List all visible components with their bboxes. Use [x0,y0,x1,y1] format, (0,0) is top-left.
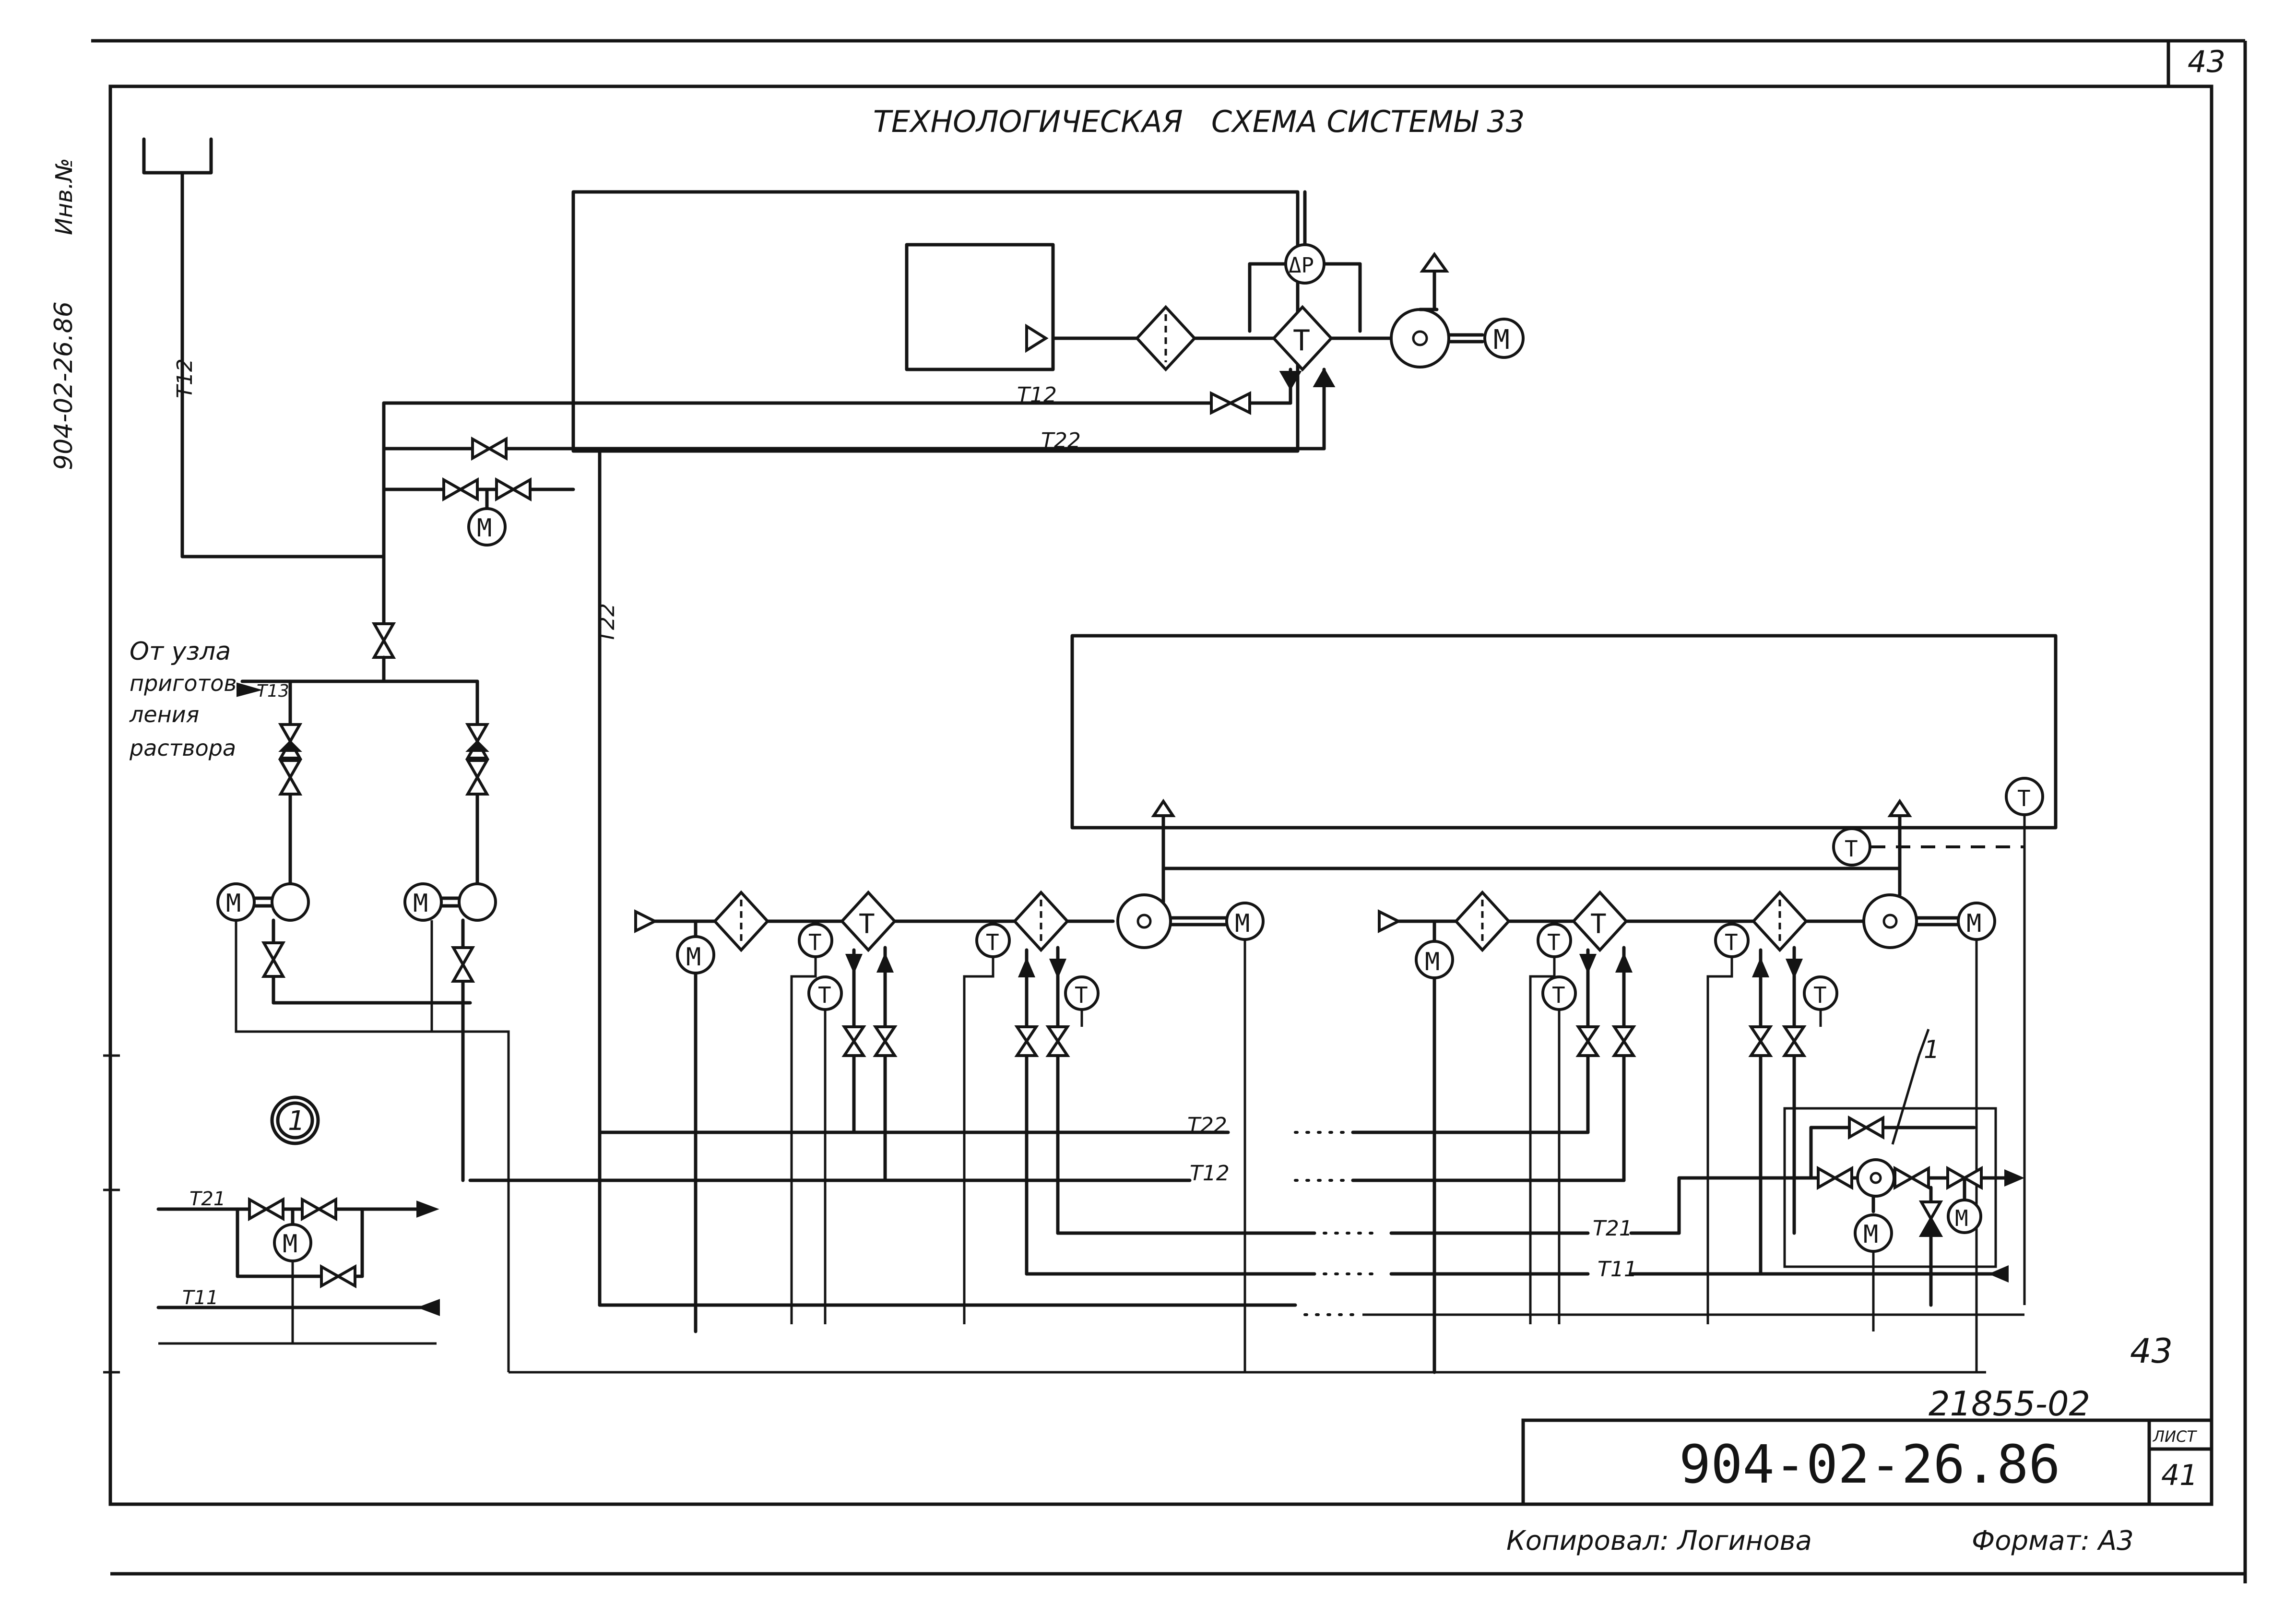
pipe-label-t21-lower: Т21 [1593,1216,1633,1241]
temp-sensor-b: Т [818,982,831,1008]
drawing-title: ТЕХНОЛОГИЧЕСКАЯ СХЕМА СИСТЕМЫ 33 [873,104,1525,139]
pipe-label-t13: Т13 [257,681,289,701]
lower-left-motor-label: М [686,943,701,972]
top-unit: Т ΔР М [571,190,1525,453]
source-label-line-3: ления [129,701,199,727]
sheet-number: 41 [2161,1459,2198,1492]
temp-sensor-h: Т [1813,982,1827,1008]
detail-1-marker: 1 [1924,1035,1940,1064]
lower-right-motor-label: М [1425,948,1440,976]
pipe-label-t12-riser: Т12 [173,358,197,398]
heater-top-label: Т [1293,324,1310,357]
temp-sensor-a: Т [808,929,822,955]
pipe-label-t12-lower: Т12 [1190,1161,1230,1186]
pump-left-motor-label: М [226,889,241,918]
temp-sensor-f: Т [1552,982,1565,1008]
drawing-frame [91,39,2247,1583]
detail-1 [156,1095,440,1345]
top-headers: М [382,391,1326,1307]
document-code: 904-02-26.86 [1679,1434,2060,1495]
page-handwritten: 43 [2130,1331,2173,1371]
pipe-label-t22-top: Т22 [1041,428,1081,453]
pump-right-motor-label: М [413,889,428,918]
temp-sensor-d: Т [1075,982,1088,1008]
detail-pipe-label-t11: Т11 [182,1287,218,1309]
side-note-2: Инв.№ [51,158,78,235]
dp-sensor-label: ΔР [1289,253,1314,278]
corner-page-number: 43 [2188,44,2225,79]
copied-by: Копировал: Логинова [1506,1525,1812,1557]
expansion-tank [142,137,386,558]
detail-pipe-label-t21: Т21 [189,1188,225,1210]
temp-sensor-g: Т [1725,929,1738,955]
lower-right-fan-motor-label: М [1966,909,1981,938]
temp-sensor-j: Т [2017,785,2031,811]
sheet-format: Формат: А3 [1972,1525,2134,1557]
detail-1-motor-label: М [283,1230,297,1259]
pump-station [216,622,510,1372]
source-label-line-2: приготов [130,670,237,696]
mix-valve-motor-label: М [477,514,492,543]
temp-sensor-c: Т [986,929,999,955]
archive-code: 21855-02 [1929,1384,2090,1424]
pipe-label-t12-top: Т12 [1017,383,1057,407]
source-label-line-4: раствора [129,735,236,761]
pipe-label-t11-lower: Т11 [1598,1257,1637,1282]
title-block [1521,1418,2213,1506]
lower-unit: Т [634,634,2058,1374]
pipe-label-t22-vertical: Т22 [595,603,619,643]
top-fan-motor-label: М [1493,324,1510,356]
pipe-label-t22-lower: Т22 [1187,1113,1227,1138]
temp-sensor-i: Т [1845,836,1858,862]
lower-headers [468,1130,2024,1374]
detail-1-valve-motor-label: М [1955,1205,1968,1231]
detail-1-pump-motor-label: М [1863,1220,1878,1249]
heater-3-label: Т [1590,909,1607,940]
detail-1-placement [1783,1029,2025,1331]
temp-sensor-e: Т [1547,929,1561,955]
heater-1-label: Т [859,909,875,940]
lower-left-fan-motor-label: М [1235,909,1250,938]
side-note: 904-02-26.86 [49,301,78,470]
detail-1-callout: 1 [288,1105,305,1137]
source-label-line-1: От узла [130,637,231,666]
sheet-label: ЛИСТ [2153,1427,2197,1446]
